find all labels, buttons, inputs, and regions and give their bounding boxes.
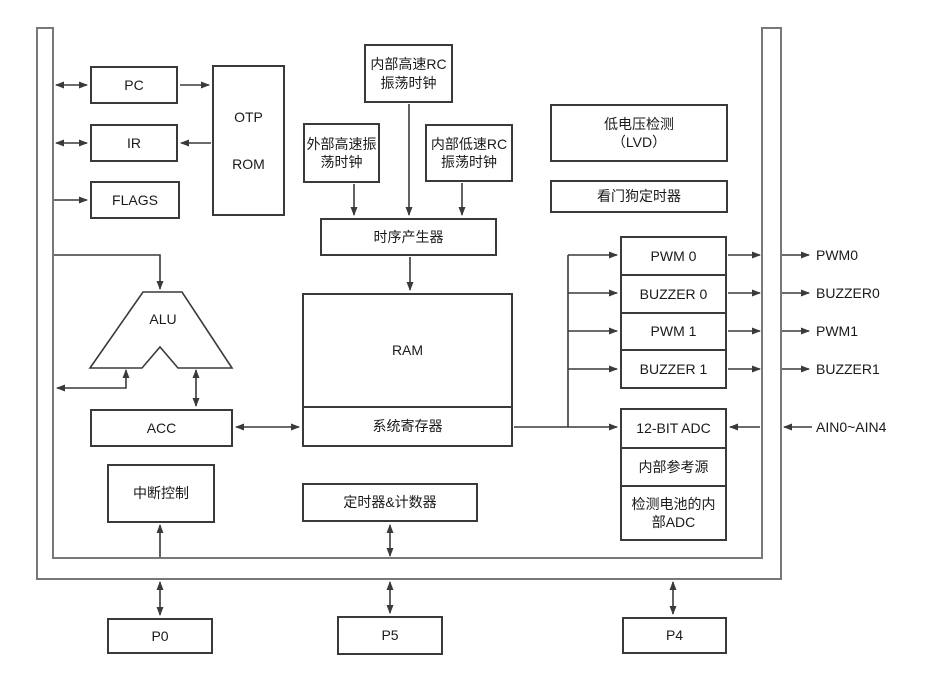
chip-bus-frame xyxy=(36,27,782,580)
block-timing-generator: 时序产生器 xyxy=(320,218,497,256)
pin-label-buzzer0: BUZZER0 xyxy=(816,285,880,301)
block-interrupt-control: 中断控制 xyxy=(107,464,215,523)
pin-label-pwm0: PWM0 xyxy=(816,247,858,263)
block-pwm0: PWM 0 xyxy=(650,247,697,264)
block-acc: ACC xyxy=(90,409,233,447)
block-internal-ls-rc-clock: 内部低速RC 振荡时钟 xyxy=(425,124,513,182)
pin-label-buzzer1: BUZZER1 xyxy=(816,361,880,377)
block-otp-rom: OTP ROM xyxy=(212,65,285,216)
block-pwm1: PWM 1 xyxy=(622,311,725,350)
block-ram: RAM xyxy=(391,342,424,359)
block-internal-reference: 内部参考源 xyxy=(622,447,725,485)
block-pc: PC xyxy=(90,66,178,104)
block-internal-hs-rc-clock: 内部高速RC 振荡时钟 xyxy=(364,44,453,103)
block-alu-label: ALU xyxy=(149,311,177,327)
block-flags: FLAGS xyxy=(90,181,180,219)
block-buzzer0: BUZZER 0 xyxy=(622,273,725,312)
block-12bit-adc: 12-BIT ADC xyxy=(636,420,711,437)
block-timer-counter: 定时器&计数器 xyxy=(302,483,478,522)
block-pwm-buzzer-stack: PWM 0 BUZZER 0 PWM 1 BUZZER 1 xyxy=(620,236,727,389)
block-buzzer1: BUZZER 1 xyxy=(622,349,725,387)
block-battery-adc: 检测电池的内 部ADC xyxy=(622,485,725,539)
block-system-registers: 系统寄存器 xyxy=(304,406,511,445)
block-watchdog-timer: 看门狗定时器 xyxy=(550,180,728,213)
block-ram-sysreg: RAM 系统寄存器 xyxy=(302,293,513,447)
pin-label-ain0-ain4: AIN0~AIN4 xyxy=(816,419,887,435)
block-external-hs-osc-clock: 外部高速振 荡时钟 xyxy=(303,123,380,183)
block-port-p0: P0 xyxy=(107,618,213,654)
block-port-p4: P4 xyxy=(622,617,727,654)
connector-bus-alu-top xyxy=(54,254,164,290)
block-adc-stack: 12-BIT ADC 内部参考源 检测电池的内 部ADC xyxy=(620,408,727,541)
connector-alu-bus-bottom xyxy=(56,369,130,392)
pin-label-pwm1: PWM1 xyxy=(816,323,858,339)
block-lvd: 低电压检测 （LVD） xyxy=(550,104,728,162)
block-port-p5: P5 xyxy=(337,616,443,655)
alu-shape xyxy=(88,291,234,369)
block-ir: IR xyxy=(90,124,178,162)
